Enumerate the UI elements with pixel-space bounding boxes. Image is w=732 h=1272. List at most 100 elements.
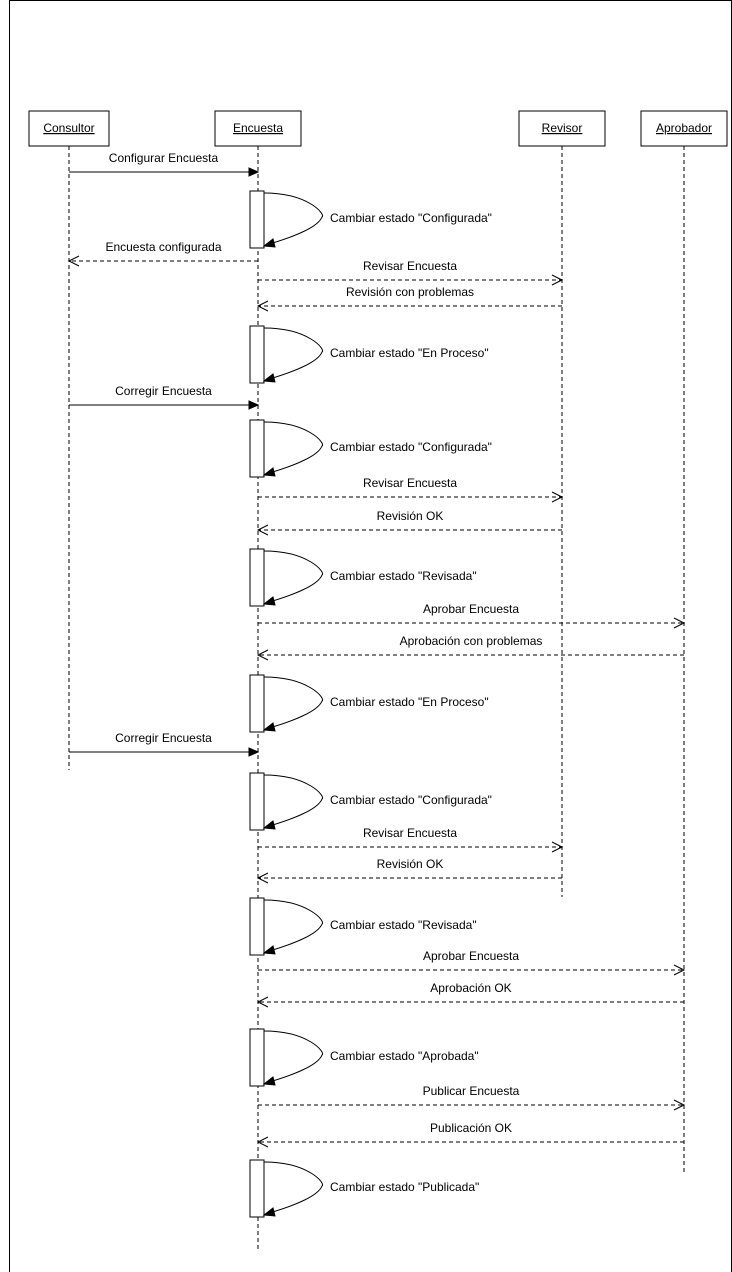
arrowhead-icon — [673, 1099, 686, 1111]
message-encuesta-to-revisor: Revisar Encuesta — [258, 826, 564, 853]
arrowhead-icon — [248, 747, 260, 757]
message-label: Aprobar Encuesta — [423, 602, 519, 616]
message-label: Revisión OK — [377, 857, 444, 871]
message-encuesta-to-aprobador: Aprobar Encuesta — [258, 949, 686, 976]
message-label: Publicar Encuesta — [423, 1084, 520, 1098]
arrowhead-icon — [551, 841, 564, 853]
arrowhead-icon — [256, 872, 269, 884]
actor-label-consultor: Consultor — [43, 121, 94, 135]
self-call-curve — [263, 1161, 324, 1215]
arrowhead-icon — [256, 300, 269, 312]
self-call-curve — [263, 550, 324, 604]
message-aprobador-to-encuesta: Aprobación con problemas — [256, 634, 684, 661]
message-encuesta-to-revisor: Revisar Encuesta — [258, 476, 564, 503]
message-label: Encuesta configurada — [105, 240, 221, 254]
activation-box — [249, 674, 265, 733]
arrowhead-icon — [262, 722, 276, 732]
arrowhead-icon — [248, 167, 260, 177]
arrowhead-icon — [262, 596, 276, 606]
message-label: Publicación OK — [430, 1121, 512, 1135]
activation-box — [249, 772, 265, 831]
self-call-curve — [263, 1030, 324, 1084]
message-label: Revisión con problemas — [346, 285, 474, 299]
self-call-encuesta: Cambiar estado "Configurada" — [249, 772, 492, 831]
arrowhead-icon — [262, 820, 276, 830]
state-change-label: Cambiar estado "Publicada" — [330, 1180, 479, 1194]
message-aprobador-to-encuesta: Publicación OK — [256, 1121, 684, 1148]
message-encuesta-to-consultor: Encuesta configurada — [67, 240, 258, 267]
self-call-curve — [263, 774, 324, 828]
message-label: Corregir Encuesta — [115, 384, 212, 398]
message-encuesta-to-aprobador: Publicar Encuesta — [258, 1084, 686, 1111]
message-label: Aprobación OK — [430, 981, 511, 995]
message-label: Corregir Encuesta — [115, 731, 212, 745]
self-call-encuesta: Cambiar estado "Revisada" — [249, 548, 477, 607]
self-call-encuesta: Cambiar estado "Publicada" — [249, 1159, 479, 1218]
actor-label-encuesta: Encuesta — [233, 121, 283, 135]
activation-box — [249, 1159, 265, 1218]
activation-box — [249, 1028, 265, 1087]
actor-box-encuesta — [214, 110, 302, 147]
arrowhead-icon — [256, 1136, 269, 1148]
message-label: Aprobar Encuesta — [423, 949, 519, 963]
message-consultor-to-encuesta: Configurar Encuesta — [69, 151, 260, 177]
self-call-curve — [263, 327, 324, 381]
state-change-label: Cambiar estado "Revisada" — [330, 918, 477, 932]
message-label: Revisar Encuesta — [363, 826, 457, 840]
self-call-encuesta: Cambiar estado "En Proceso" — [249, 325, 489, 384]
message-label: Revisar Encuesta — [363, 259, 457, 273]
message-revisor-to-encuesta: Revisión con problemas — [256, 285, 562, 312]
actor-label-aprobador: Aprobador — [656, 121, 712, 135]
actor-box-aprobador — [640, 110, 728, 147]
arrowhead-icon — [551, 491, 564, 503]
message-label: Configurar Encuesta — [109, 151, 219, 165]
self-call-curve — [263, 899, 324, 953]
arrowhead-icon — [256, 649, 269, 661]
state-change-label: Cambiar estado "Configurada" — [330, 440, 492, 454]
self-call-encuesta: Cambiar estado "En Proceso" — [249, 674, 489, 733]
activation-box — [249, 325, 265, 384]
self-call-encuesta: Cambiar estado "Configurada" — [249, 419, 492, 478]
self-call-curve — [263, 192, 324, 246]
activation-box — [249, 897, 265, 956]
self-call-encuesta: Cambiar estado "Configurada" — [249, 190, 492, 249]
message-label: Revisar Encuesta — [363, 476, 457, 490]
arrowhead-icon — [673, 964, 686, 976]
message-label: Aprobación con problemas — [400, 634, 543, 648]
arrowhead-icon — [262, 1076, 276, 1086]
arrowhead-icon — [67, 255, 80, 267]
arrowhead-icon — [262, 1207, 276, 1217]
self-call-encuesta: Cambiar estado "Revisada" — [249, 897, 477, 956]
arrowhead-icon — [262, 945, 276, 955]
arrowhead-icon — [248, 400, 260, 410]
message-encuesta-to-revisor: Revisar Encuesta — [258, 259, 564, 286]
message-encuesta-to-aprobador: Aprobar Encuesta — [258, 602, 686, 629]
message-revisor-to-encuesta: Revisión OK — [256, 509, 562, 536]
message-consultor-to-encuesta: Corregir Encuesta — [69, 731, 260, 757]
self-call-curve — [263, 421, 324, 475]
arrowhead-icon — [256, 996, 269, 1008]
arrowhead-icon — [256, 524, 269, 536]
arrowhead-icon — [262, 373, 276, 383]
state-change-label: Cambiar estado "Aprobada" — [330, 1049, 479, 1063]
actor-label-revisor: Revisor — [542, 121, 583, 135]
state-change-label: Cambiar estado "Configurada" — [330, 793, 492, 807]
arrowhead-icon — [673, 617, 686, 629]
actor-box-consultor — [28, 110, 110, 147]
arrowhead-icon — [551, 274, 564, 286]
state-change-label: Cambiar estado "En Proceso" — [330, 695, 489, 709]
message-aprobador-to-encuesta: Aprobación OK — [256, 981, 684, 1008]
activation-box — [249, 548, 265, 607]
message-consultor-to-encuesta: Corregir Encuesta — [69, 384, 260, 410]
state-change-label: Cambiar estado "Configurada" — [330, 211, 492, 225]
self-call-encuesta: Cambiar estado "Aprobada" — [249, 1028, 479, 1087]
activation-box — [249, 190, 265, 249]
message-revisor-to-encuesta: Revisión OK — [256, 857, 562, 884]
arrowhead-icon — [262, 467, 276, 477]
activation-box — [249, 419, 265, 478]
self-call-curve — [263, 676, 324, 730]
state-change-label: Cambiar estado "En Proceso" — [330, 346, 489, 360]
actors: Consultor Encuesta Revisor Aprobador — [28, 110, 728, 147]
